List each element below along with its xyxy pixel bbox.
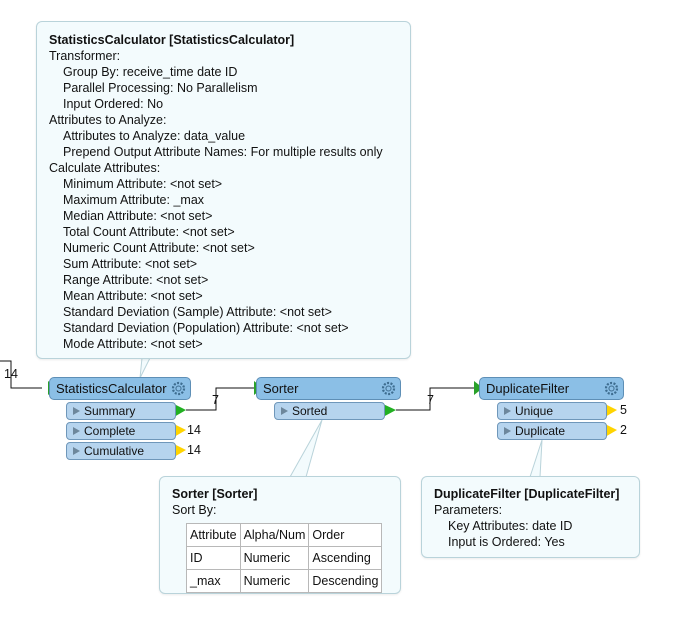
input-connection <box>0 360 42 389</box>
cumulative-port[interactable]: Cumulative <box>66 442 176 460</box>
dup-tooltip-pointer <box>529 439 543 478</box>
tooltip-param-line: Standard Deviation (Population) Attribut… <box>63 321 349 335</box>
connection-summary-to-sorter <box>186 387 254 411</box>
table-cell: Numeric <box>239 546 310 570</box>
expand-triangle-icon <box>73 407 80 415</box>
sorted-output-port <box>383 404 396 417</box>
tooltip-section-heading: Calculate Attributes: <box>49 161 161 175</box>
port-label: Duplicate <box>515 424 566 438</box>
complete-port[interactable]: Complete <box>66 422 176 440</box>
table-cell: Alpha/Num <box>239 523 310 547</box>
sorter-transformer[interactable]: Sorter <box>256 377 401 400</box>
expand-triangle-icon <box>73 427 80 435</box>
statisticscalculator-tooltip-body: Transformer: Group By: receive_time date … <box>49 48 398 352</box>
tooltip-param-line: Numeric Count Attribute: <not set> <box>63 241 255 255</box>
duplicate-port[interactable]: Duplicate <box>497 422 607 440</box>
summary-feature-count: 7 <box>212 393 219 407</box>
connection-sorted-to-duplicatefilter <box>396 387 474 411</box>
gear-icon[interactable] <box>380 380 397 397</box>
duplicatefilter-name: DuplicateFilter <box>486 381 570 396</box>
statisticscalculator-tooltip: StatisticsCalculator [StatisticsCalculat… <box>36 21 411 359</box>
tooltip-section-heading: Transformer: <box>49 49 121 63</box>
expand-triangle-icon <box>504 407 511 415</box>
summary-port[interactable]: Summary <box>66 402 176 420</box>
table-cell: Ascending <box>308 546 383 570</box>
tooltip-param-line: Range Attribute: <not set> <box>63 273 209 287</box>
table-cell: _max <box>186 569 241 593</box>
port-label: Complete <box>84 424 136 438</box>
port-label: Summary <box>84 404 136 418</box>
expand-triangle-icon <box>73 447 80 455</box>
cumulative-feature-count: 14 <box>187 443 201 457</box>
duplicatefilter-tooltip-label: Parameters: <box>434 503 503 517</box>
duplicatefilter-tooltip: DuplicateFilter [DuplicateFilter] Parame… <box>421 476 640 558</box>
tooltip-param-line: Group By: receive_time date ID <box>63 65 238 79</box>
tooltip-param-line: Mean Attribute: <not set> <box>63 289 203 303</box>
duplicatefilter-tooltip-title: DuplicateFilter [DuplicateFilter] <box>434 487 620 501</box>
statisticscalculator-transformer[interactable]: StatisticsCalculator <box>49 377 191 400</box>
duplicate-feature-count: 2 <box>620 423 627 437</box>
tooltip-param-line: Parallel Processing: No Parallelism <box>63 81 258 95</box>
tooltip-param-line: Prepend Output Attribute Names: For mult… <box>63 145 383 159</box>
table-cell: Numeric <box>239 569 310 593</box>
port-label: Cumulative <box>84 444 145 458</box>
tooltip-param-line: Mode Attribute: <not set> <box>63 337 203 351</box>
sorter-tooltip-pointer <box>289 419 323 478</box>
input-feature-count: 14 <box>4 367 18 381</box>
table-cell: Order <box>308 523 383 547</box>
sorter-tooltip-label: Sort By: <box>172 503 217 517</box>
complete-output-port <box>174 424 186 437</box>
duplicate-output-port <box>605 424 617 437</box>
gear-icon[interactable] <box>603 380 620 397</box>
sorted-port[interactable]: Sorted <box>274 402 385 420</box>
sorted-feature-count: 7 <box>427 393 434 407</box>
expand-triangle-icon <box>504 427 511 435</box>
table-cell: ID <box>186 546 241 570</box>
tooltip-param-line: Input Ordered: No <box>63 97 164 111</box>
unique-output-port <box>605 404 617 417</box>
dup-input-port <box>474 381 483 395</box>
stats-tooltip-pointer <box>139 357 151 379</box>
gear-icon[interactable] <box>170 380 187 397</box>
table-cell: Attribute <box>186 523 241 547</box>
summary-output-port <box>174 404 186 417</box>
sorter-name: Sorter <box>263 381 299 396</box>
tooltip-param-line: Minimum Attribute: <not set> <box>63 177 223 191</box>
table-cell: Descending <box>308 569 383 593</box>
port-label: Unique <box>515 404 554 418</box>
duplicatefilter-param-line: Key Attributes: date ID <box>448 519 573 533</box>
tooltip-param-line: Standard Deviation (Sample) Attribute: <… <box>63 305 332 319</box>
unique-port[interactable]: Unique <box>497 402 607 420</box>
tooltip-param-line: Attributes to Analyze: data_value <box>63 129 246 143</box>
duplicatefilter-transformer[interactable]: DuplicateFilter <box>479 377 624 400</box>
tooltip-param-line: Total Count Attribute: <not set> <box>63 225 235 239</box>
unique-feature-count: 5 <box>620 403 627 417</box>
expand-triangle-icon <box>281 407 288 415</box>
port-label: Sorted <box>292 404 328 418</box>
duplicatefilter-param-line: Input is Ordered: Yes <box>448 535 565 549</box>
tooltip-param-line: Median Attribute: <not set> <box>63 209 213 223</box>
sorter-tooltip-title: Sorter [Sorter] <box>172 487 258 501</box>
statisticscalculator-tooltip-title: StatisticsCalculator [StatisticsCalculat… <box>49 33 295 47</box>
tooltip-section-heading: Attributes to Analyze: <box>49 113 167 127</box>
complete-feature-count: 14 <box>187 423 201 437</box>
tooltip-param-line: Sum Attribute: <not set> <box>63 257 198 271</box>
cumulative-output-port <box>174 444 186 457</box>
tooltip-param-line: Maximum Attribute: _max <box>63 193 205 207</box>
statisticscalculator-name: StatisticsCalculator <box>56 381 167 396</box>
